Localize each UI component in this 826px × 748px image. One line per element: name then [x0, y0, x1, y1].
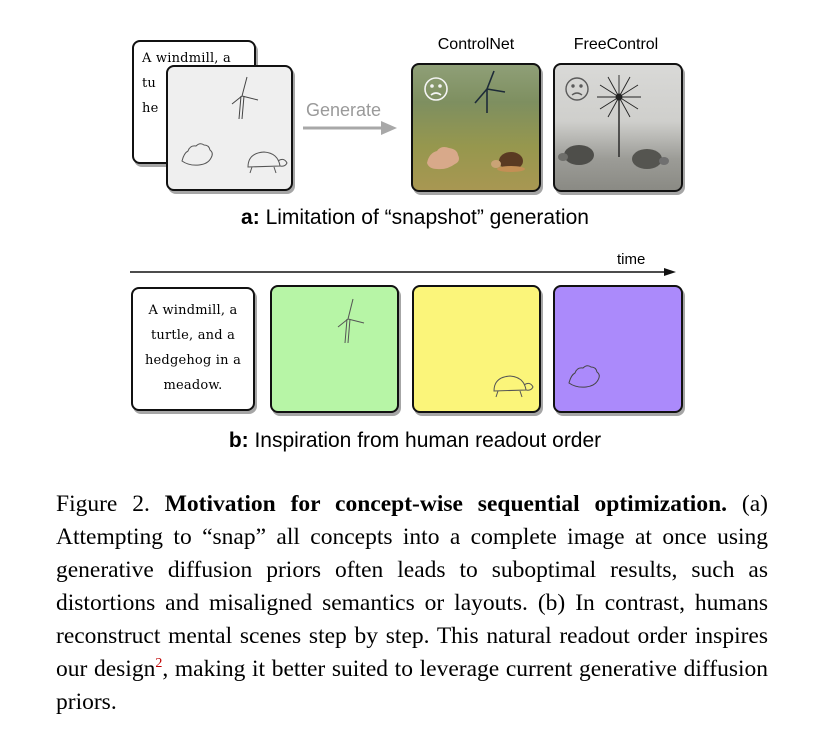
- subcaption-a: a: Limitation of “snapshot” generation: [150, 206, 680, 230]
- generate-arrow: [303, 118, 399, 138]
- prompt-line: turtle, and a: [133, 323, 253, 348]
- subcaption-b-label: b:: [229, 429, 249, 452]
- sketch-layout-card: [166, 65, 293, 191]
- turtle-sketch-icon: [494, 376, 533, 397]
- freecontrol-result-image: [553, 63, 683, 192]
- hedgehog-render-icon: [427, 147, 459, 169]
- subcaption-a-text: Limitation of “snapshot” generation: [260, 206, 589, 229]
- figure-label: Figure 2.: [56, 491, 150, 517]
- turtle-render-icon: [491, 152, 525, 172]
- model-label-controlnet: ControlNet: [411, 36, 541, 54]
- hedgehog-sketch-icon: [569, 366, 599, 387]
- dandelion-windmill-render-icon: [597, 75, 641, 157]
- turtle-render-icon-right: [632, 149, 669, 169]
- turtle-render-icon-left: [558, 145, 594, 165]
- prompt-line: hedgehog in a: [133, 348, 253, 373]
- prompt-line: meadow.: [133, 373, 253, 398]
- frown-face-icon: [566, 78, 588, 100]
- model-label-freecontrol: FreeControl: [551, 36, 681, 54]
- subcaption-a-label: a:: [241, 206, 260, 229]
- sketch-drawing: [168, 67, 291, 189]
- turtle-sketch-icon: [248, 152, 287, 173]
- figure-title: Motivation for concept-wise sequential o…: [165, 491, 727, 517]
- figure-caption: Figure 2. Motivation for concept-wise se…: [56, 488, 768, 719]
- text-prompt-card: A windmill, a turtle, and a hedgehog in …: [131, 287, 255, 411]
- windmill-render-icon: [475, 71, 505, 113]
- subcaption-b: b: Inspiration from human readout order: [150, 429, 680, 453]
- time-arrow: [130, 266, 678, 278]
- frown-face-icon: [425, 78, 447, 100]
- prompt-line: A windmill, a: [133, 298, 253, 323]
- windmill-sketch-icon: [338, 299, 364, 343]
- stage-turtle-card: [412, 285, 541, 413]
- stage-windmill-card: [270, 285, 399, 413]
- caption-body-part2: , making it better suited to leverage cu…: [56, 656, 768, 715]
- hedgehog-sketch-icon: [182, 144, 212, 165]
- caption-body-part1: (a) Attempting to “snap” all concepts in…: [56, 491, 768, 682]
- windmill-sketch-icon: [232, 77, 258, 119]
- subcaption-b-text: Inspiration from human readout order: [249, 429, 602, 452]
- controlnet-result-image: [411, 63, 541, 192]
- stage-hedgehog-card: [553, 285, 683, 413]
